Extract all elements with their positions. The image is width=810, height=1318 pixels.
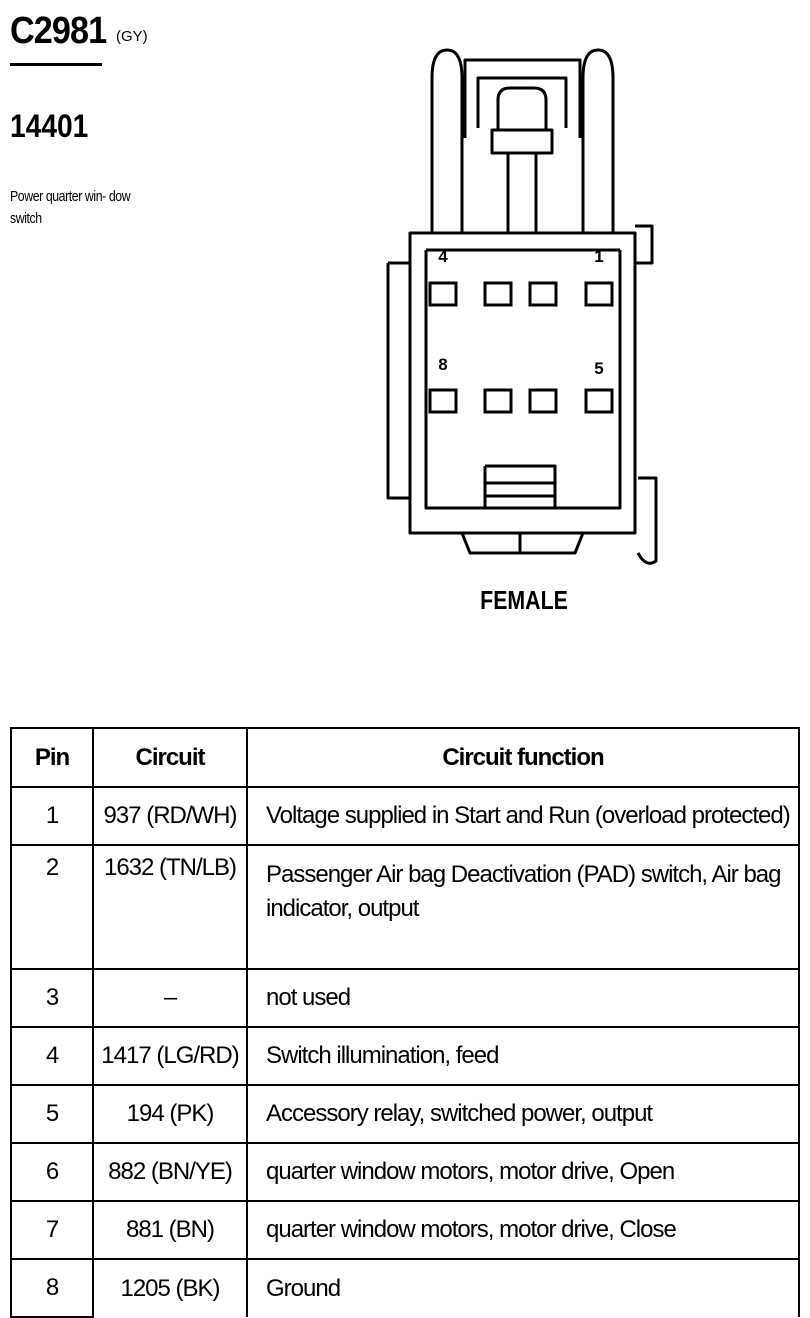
connector-id: C2981: [10, 10, 107, 52]
connector-gender: FEMALE: [480, 585, 568, 615]
left-latch-post: [430, 48, 464, 233]
pinout-table: Pin Circuit Circuit function 1 937 (RD/W…: [10, 727, 800, 1318]
function-cell: quarter window motors, motor drive, Open: [246, 1142, 800, 1202]
header-circuit: Circuit: [92, 727, 248, 788]
pin-cavity: [428, 281, 458, 307]
connector-description: Power quarter win- dow switch: [10, 188, 131, 227]
pin-label-8: 8: [438, 355, 447, 374]
pin-cavity: [528, 281, 558, 307]
table-row: 1 937 (RD/WH) Voltage supplied in Start …: [10, 786, 800, 846]
circuit-cell: 1205 (BK): [92, 1258, 248, 1317]
pin-label-1: 1: [594, 247, 603, 266]
circuit-cell: 194 (PK): [92, 1084, 248, 1144]
pin-cavity: [584, 281, 614, 307]
table-row: 3 – not used: [10, 968, 800, 1028]
header-pin: Pin: [10, 727, 94, 788]
function-cell: Switch illumination, feed: [246, 1026, 800, 1086]
pin-cell: 1: [10, 786, 94, 846]
table-row: 2 1632 (TN/LB) Passenger Air bag Deactiv…: [10, 844, 800, 970]
function-cell: not used: [246, 968, 800, 1028]
table-row: 6 882 (BN/YE) quarter window motors, mot…: [10, 1142, 800, 1202]
table-row: 8 1205 (BK) Ground: [10, 1258, 800, 1318]
pin-cell: 3: [10, 968, 94, 1028]
right-latch-post: [581, 48, 615, 233]
circuit-cell: 937 (RD/WH): [92, 786, 248, 846]
pin-cavity: [483, 281, 513, 307]
pin-cell: 8: [10, 1258, 94, 1318]
circuit-cell: 1417 (LG/RD): [92, 1026, 248, 1086]
pin-cell: 7: [10, 1200, 94, 1260]
pin-label-4: 4: [438, 247, 448, 266]
title-underline: [10, 63, 102, 66]
function-cell: Ground: [246, 1258, 800, 1317]
circuit-cell: 881 (BN): [92, 1200, 248, 1260]
table-row: 7 881 (BN) quarter window motors, motor …: [10, 1200, 800, 1260]
function-cell: Voltage supplied in Start and Run (overl…: [246, 786, 800, 846]
table-row: 5 194 (PK) Accessory relay, switched pow…: [10, 1084, 800, 1144]
circuit-cell: 882 (BN/YE): [92, 1142, 248, 1202]
pin-cavity: [584, 388, 614, 414]
header-circuit-function: Circuit function: [246, 727, 800, 788]
function-cell: Accessory relay, switched power, output: [246, 1084, 800, 1144]
pin-cavity: [428, 388, 458, 414]
connector-body: [408, 231, 637, 535]
circuit-cell: 1632 (TN/LB): [92, 844, 248, 970]
lock-housing: [463, 58, 582, 138]
circuit-cell: –: [92, 968, 248, 1028]
function-cell: quarter window motors, motor drive, Clos…: [246, 1200, 800, 1260]
pin-label-5: 5: [594, 359, 603, 378]
pin-cavity: [528, 388, 558, 414]
part-number: 14401: [10, 108, 89, 144]
connector-face-diagram: 4 1 8 5: [386, 48, 658, 565]
pin-cell: 2: [10, 844, 94, 970]
function-cell: Passenger Air bag Deactivation (PAD) swi…: [246, 844, 800, 970]
pin-cell: 4: [10, 1026, 94, 1086]
connector-color: (GY): [116, 28, 148, 45]
pin-cavity: [483, 388, 513, 414]
table-header-row: Pin Circuit Circuit function: [10, 727, 800, 788]
pin-cell: 5: [10, 1084, 94, 1144]
table-row: 4 1417 (LG/RD) Switch illumination, feed: [10, 1026, 800, 1086]
pin-cell: 6: [10, 1142, 94, 1202]
